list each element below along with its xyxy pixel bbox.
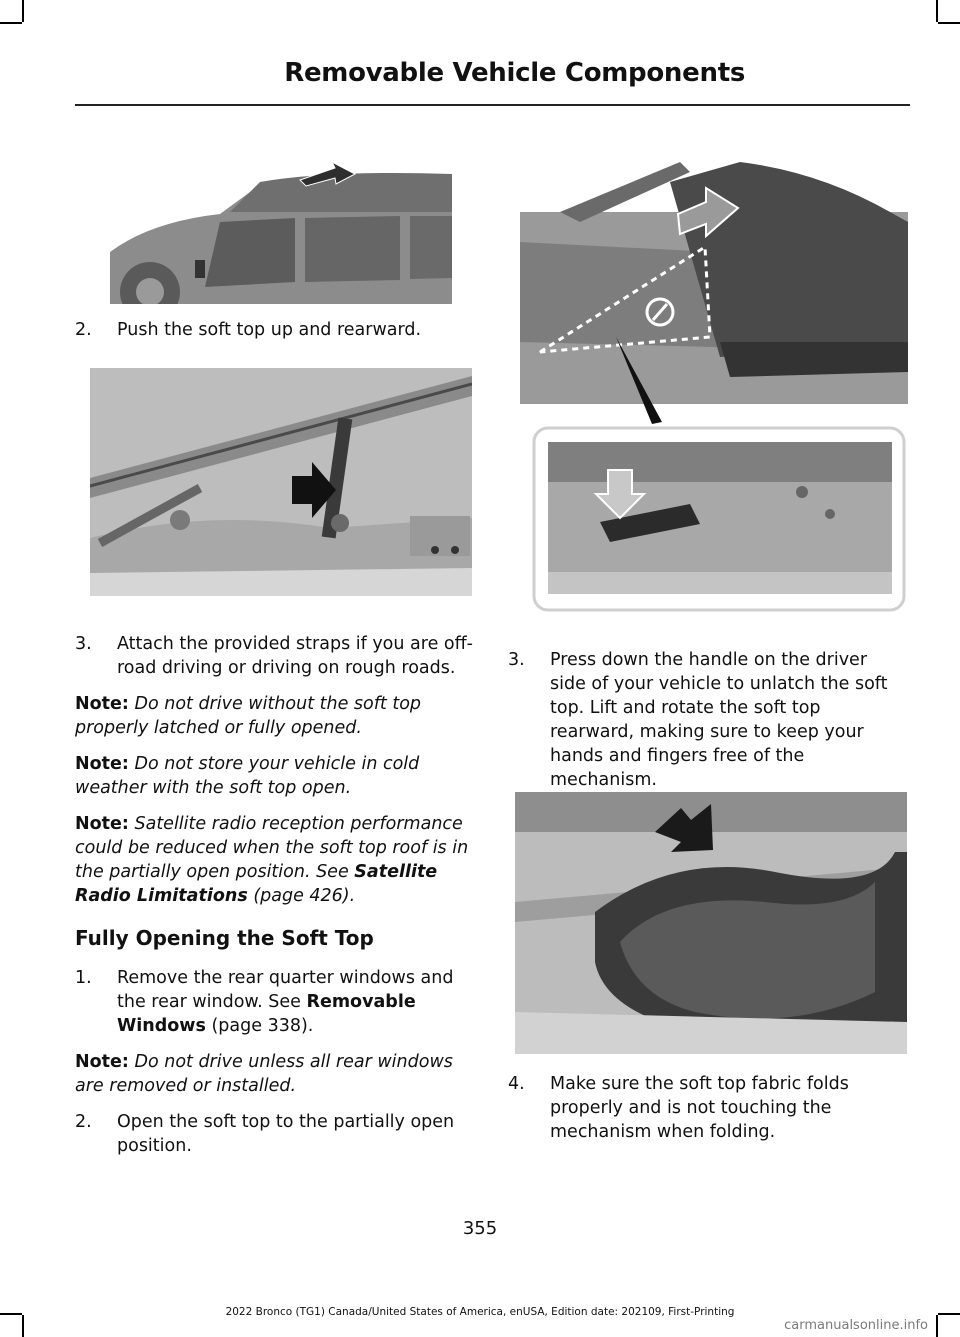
note-text: Do not store your vehicle in cold weathe… [75,754,420,798]
note-label: Note: [75,694,129,714]
note-text: Satellite radio reception performance co… [75,814,469,882]
watermark: carmanualsonline.info [784,1318,928,1333]
crop-mark [22,0,24,22]
note-rear-windows: Note: Do not drive unless all rear windo… [75,1050,475,1098]
step-text: Push the soft top up and rearward. [117,320,422,340]
step-text: Open the soft top to the partially open … [117,1112,455,1156]
page-reference: (page 338). [205,1016,314,1036]
note-satellite-radio: Note: Satellite radio reception performa… [75,812,475,908]
note-label: Note: [75,814,129,834]
note-cold-weather: Note: Do not store your vehicle in cold … [75,752,475,800]
link-satellite-radio-limitations[interactable]: Satellite Radio Limitations [75,862,438,906]
step-text: Press down the handle on the driver side… [550,650,888,790]
header-divider [75,104,910,106]
crop-mark [22,1315,24,1337]
step-number: 1. [75,968,92,988]
note-text: Do not drive unless all rear windows are… [75,1052,453,1096]
page-title: Removable Vehicle Components [284,58,745,88]
footer-edition: 2022 Bronco (TG1) Canada/United States o… [225,1306,735,1318]
figure-folded-fabric [515,792,907,1054]
note-latched: Note: Do not drive without the soft top … [75,692,475,740]
step-number: 2. [75,320,92,340]
step-number: 3. [508,650,525,670]
crop-mark [0,22,22,24]
step-push-soft-top: 2. Push the soft top up and rearward. [75,318,475,342]
step-number: 2. [75,1112,92,1132]
note-label: Note: [75,1052,129,1072]
step-text: Attach the provided straps if you are of… [117,634,473,678]
crop-mark [938,1313,960,1315]
step-press-handle: 3. Press down the handle on the driver s… [508,648,908,792]
step-number: 3. [75,634,92,654]
step-text: Make sure the soft top fabric folds prop… [550,1074,849,1142]
crop-mark [936,1315,938,1337]
note-text: Do not drive without the soft top proper… [75,694,422,738]
figure-strap-attachment [90,368,472,596]
crop-mark [0,1313,22,1315]
step-partially-open: 2. Open the soft top to the partially op… [75,1110,475,1158]
page-reference: (page 426). [247,886,356,906]
step-check-fabric: 4. Make sure the soft top fabric folds p… [508,1072,908,1144]
section-heading: Fully Opening the Soft Top [75,926,374,950]
link-removable-windows[interactable]: Removable Windows [117,992,416,1036]
step-number: 4. [508,1074,525,1094]
figure-soft-top-vehicle [110,152,452,304]
step-attach-straps: 3. Attach the provided straps if you are… [75,632,475,680]
figure-soft-top-rotate [520,152,908,614]
crop-mark [938,22,960,24]
note-label: Note: [75,754,129,774]
page-number: 355 [462,1218,498,1239]
step-text: Remove the rear quarter windows and the … [117,968,454,1012]
crop-mark [936,0,938,22]
step-remove-windows: 1. Remove the rear quarter windows and t… [75,966,475,1038]
